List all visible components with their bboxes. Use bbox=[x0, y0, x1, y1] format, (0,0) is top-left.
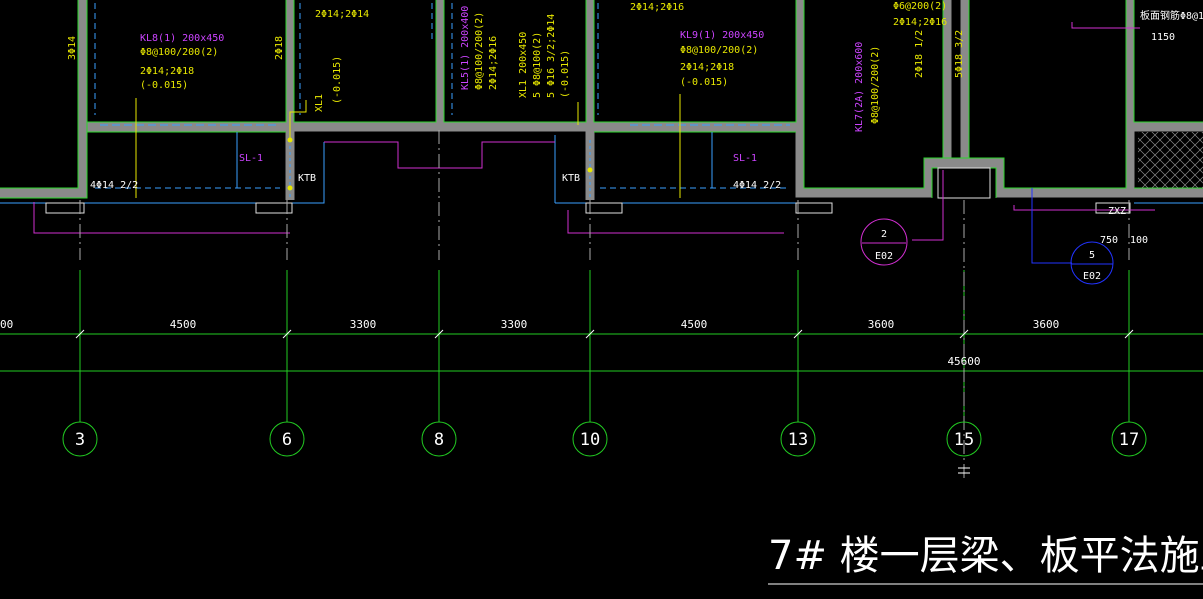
axis-bubbles: 3 6 8 10 13 15 17 bbox=[62, 421, 1147, 457]
axis-bubble-6[interactable]: 6 bbox=[269, 421, 305, 457]
axis-lines bbox=[0, 270, 1203, 422]
axis-label-3: 3 bbox=[75, 430, 85, 450]
axis-label-8: 8 bbox=[434, 430, 444, 450]
sl1-right-label: SL-1 bbox=[733, 153, 757, 164]
axis-label-13: 13 bbox=[788, 430, 808, 450]
xl1-left-elev: (-0.015) bbox=[332, 56, 343, 104]
axis-bubble-3[interactable]: 3 bbox=[62, 421, 98, 457]
axis-bubble-8[interactable]: 8 bbox=[421, 421, 457, 457]
axis-label-10: 10 bbox=[580, 430, 600, 450]
top-rebar-1: 2Φ14;2Φ14 bbox=[315, 9, 369, 20]
column-boxes bbox=[45, 167, 1131, 214]
detail-ref-2-num: 2 bbox=[881, 229, 887, 240]
beam-top-right-annotation[interactable]: Φ6@200(2) 2Φ14;2Φ16 bbox=[893, 1, 947, 28]
dim-span-13-15: 3600 bbox=[868, 318, 895, 331]
xl1-left-name: XL1 bbox=[314, 94, 325, 112]
kl8-stirrup: Φ8@100/200(2) bbox=[140, 47, 218, 58]
detail-ref-2[interactable]: 2 E02 bbox=[860, 218, 908, 266]
yellow-leaders bbox=[135, 94, 681, 198]
axis-label-17: 17 bbox=[1119, 430, 1139, 450]
xl1-mid-elev: (-0.015) bbox=[560, 50, 571, 98]
top-rebar-2: 2Φ14;2Φ16 bbox=[630, 2, 684, 13]
axis-bubble-13[interactable]: 13 bbox=[780, 421, 816, 457]
dimension-ticks bbox=[75, 329, 1134, 474]
dim-1150: 1150 bbox=[1151, 32, 1175, 43]
top-right-rebar: 2Φ14;2Φ16 bbox=[893, 17, 947, 28]
v-rebar-2: 2Φ18 bbox=[274, 36, 285, 60]
beam-kl7-annotation[interactable]: KL7(2A) 200x600 Φ8@100/200(2) bbox=[854, 42, 881, 132]
zxz-label: ZXZ bbox=[1108, 206, 1126, 217]
detail-ref-5-num: 5 bbox=[1089, 250, 1095, 261]
drawing-title-block: 7# 楼一层梁、板平法施工图 bbox=[768, 533, 1203, 585]
dimension-texts: 00 4500 3300 3300 4500 3600 3600 45600 bbox=[0, 318, 1059, 368]
beam-kl5-annotation[interactable]: KL5(1) 200x400 Φ8@100/200(2) 2Φ14;2Φ16 bbox=[460, 6, 499, 90]
misc-labels: SL-1 SL-1 KTB KTB 4Φ14 2/2 4Φ14 2/2 3Φ14… bbox=[67, 2, 1203, 246]
kl7-stirrup: Φ8@100/200(2) bbox=[870, 46, 881, 124]
xl1-mid-name: XL1 200x450 bbox=[518, 32, 529, 98]
top-right-stirrup: Φ6@200(2) bbox=[893, 1, 947, 12]
dim-total: 45600 bbox=[947, 355, 980, 368]
beam-xl1-mid-annotation[interactable]: XL1 200x450 5 Φ8@100(2) 5 Φ16 3/2;2Φ14 (… bbox=[518, 14, 571, 98]
kl9-name: KL9(1) 200x450 bbox=[680, 30, 764, 41]
xl1-mid-stirrup: 5 Φ8@100(2) bbox=[532, 32, 543, 98]
blue-leader bbox=[1031, 188, 1072, 264]
beam-kl9-annotation[interactable]: KL9(1) 200x450 Φ8@100/200(2) 2Φ14;2Φ18 (… bbox=[680, 30, 764, 88]
kl8-name: KL8(1) 200x450 bbox=[140, 33, 224, 44]
drawing-title: 7# 楼一层梁、板平法施工图 bbox=[768, 533, 1203, 579]
kl8-elev: (-0.015) bbox=[140, 80, 188, 91]
xl1-mid-rebar: 5 Φ16 3/2;2Φ14 bbox=[546, 14, 557, 98]
kl5-rebar: 2Φ14;2Φ16 bbox=[488, 36, 499, 90]
dim-100: 100 bbox=[1130, 235, 1148, 246]
detail-ref-2-sheet: E02 bbox=[875, 251, 893, 262]
axis-centerlines bbox=[79, 130, 1130, 480]
rebar-bottom-right: 4Φ14 2/2 bbox=[733, 180, 781, 191]
dim-span-15-17: 3600 bbox=[1033, 318, 1060, 331]
kl9-rebar: 2Φ14;2Φ18 bbox=[680, 62, 734, 73]
kl7-name: KL7(2A) 200x600 bbox=[854, 42, 865, 132]
axis-bubble-17[interactable]: 17 bbox=[1111, 421, 1147, 457]
axis-label-6: 6 bbox=[282, 430, 292, 450]
detail-ref-5[interactable]: 5 E02 bbox=[1070, 241, 1114, 285]
dim-750: 750 bbox=[1100, 235, 1118, 246]
axis-bubble-15[interactable]: 15 bbox=[946, 421, 982, 457]
sl1-left-label: SL-1 bbox=[239, 153, 263, 164]
v-rebar-3: 2Φ18 1/2 bbox=[914, 30, 925, 78]
dim-span-6-8: 3300 bbox=[350, 318, 377, 331]
beam-kl8-annotation[interactable]: KL8(1) 200x450 Φ8@100/200(2) 2Φ14;2Φ18 (… bbox=[140, 33, 224, 91]
detail-ref-5-sheet: E02 bbox=[1083, 271, 1101, 282]
kl5-stirrup: Φ8@100/200(2) bbox=[474, 12, 485, 90]
dim-span-3-6: 4500 bbox=[170, 318, 197, 331]
wall-outline bbox=[0, 0, 1203, 200]
dim-partial-left: 00 bbox=[0, 318, 13, 331]
ktb-right-label: KTB bbox=[562, 173, 580, 184]
kl9-elev: (-0.015) bbox=[680, 77, 728, 88]
kl5-name: KL5(1) 200x400 bbox=[460, 6, 471, 90]
rebar-bottom-left: 4Φ14 2/2 bbox=[90, 180, 138, 191]
v-rebar-1: 3Φ14 bbox=[67, 36, 78, 60]
dim-span-8-10: 3300 bbox=[501, 318, 528, 331]
ktb-left-label: KTB bbox=[298, 173, 316, 184]
dim-span-10-13: 4500 bbox=[681, 318, 708, 331]
kl9-stirrup: Φ8@100/200(2) bbox=[680, 45, 758, 56]
kl8-rebar: 2Φ14;2Φ18 bbox=[140, 66, 194, 77]
beam-xl1-left-annotation[interactable]: XL1 (-0.015) bbox=[314, 56, 343, 112]
slab-hatch bbox=[1138, 132, 1203, 188]
magenta-lines bbox=[33, 22, 1155, 241]
v-rebar-4: 5Φ18 3/2 bbox=[954, 30, 965, 78]
axis-label-15: 15 bbox=[954, 430, 974, 450]
slab-note: 板面钢筋Φ8@1 bbox=[1140, 9, 1203, 22]
axis-bubble-10[interactable]: 10 bbox=[572, 421, 608, 457]
